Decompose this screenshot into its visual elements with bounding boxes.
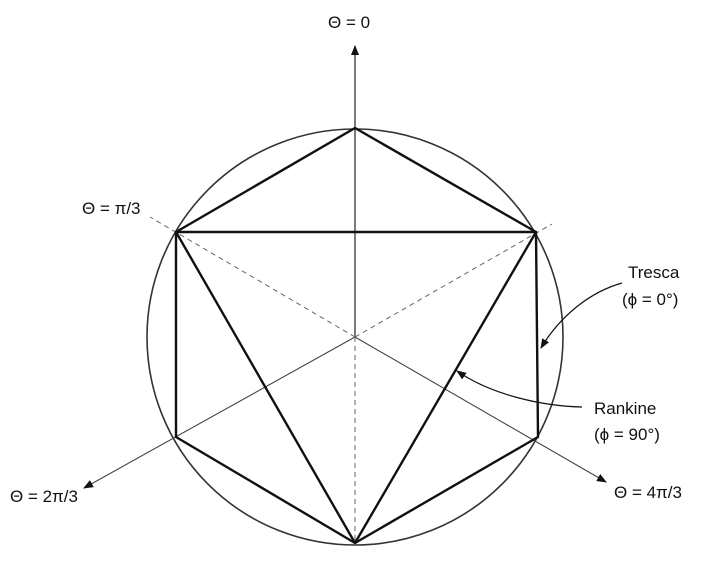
label-tresca-phi: (ϕ = 0°) [622, 290, 678, 309]
axis-theta-4pi3 [354, 336, 607, 483]
rankine-triangle [174, 230, 538, 545]
tresca-pointer [540, 282, 623, 349]
label-theta-2pi3: Θ = 2π/3 [10, 487, 78, 506]
label-theta-pi3: Θ = π/3 [82, 199, 141, 218]
axis-theta-2pi3 [83, 336, 356, 489]
rankine-pointer [456, 370, 583, 408]
label-theta-4pi3: Θ = 4π/3 [614, 483, 682, 502]
label-rankine-phi: (ϕ = 90°) [594, 425, 660, 444]
label-rankine-name: Rankine [594, 399, 656, 418]
label-tresca-name: Tresca [628, 263, 680, 282]
dashed-axis-pi3 [149, 216, 356, 338]
label-theta-0: Θ = 0 [328, 13, 370, 32]
dashed-axis-upper-right [354, 223, 553, 338]
